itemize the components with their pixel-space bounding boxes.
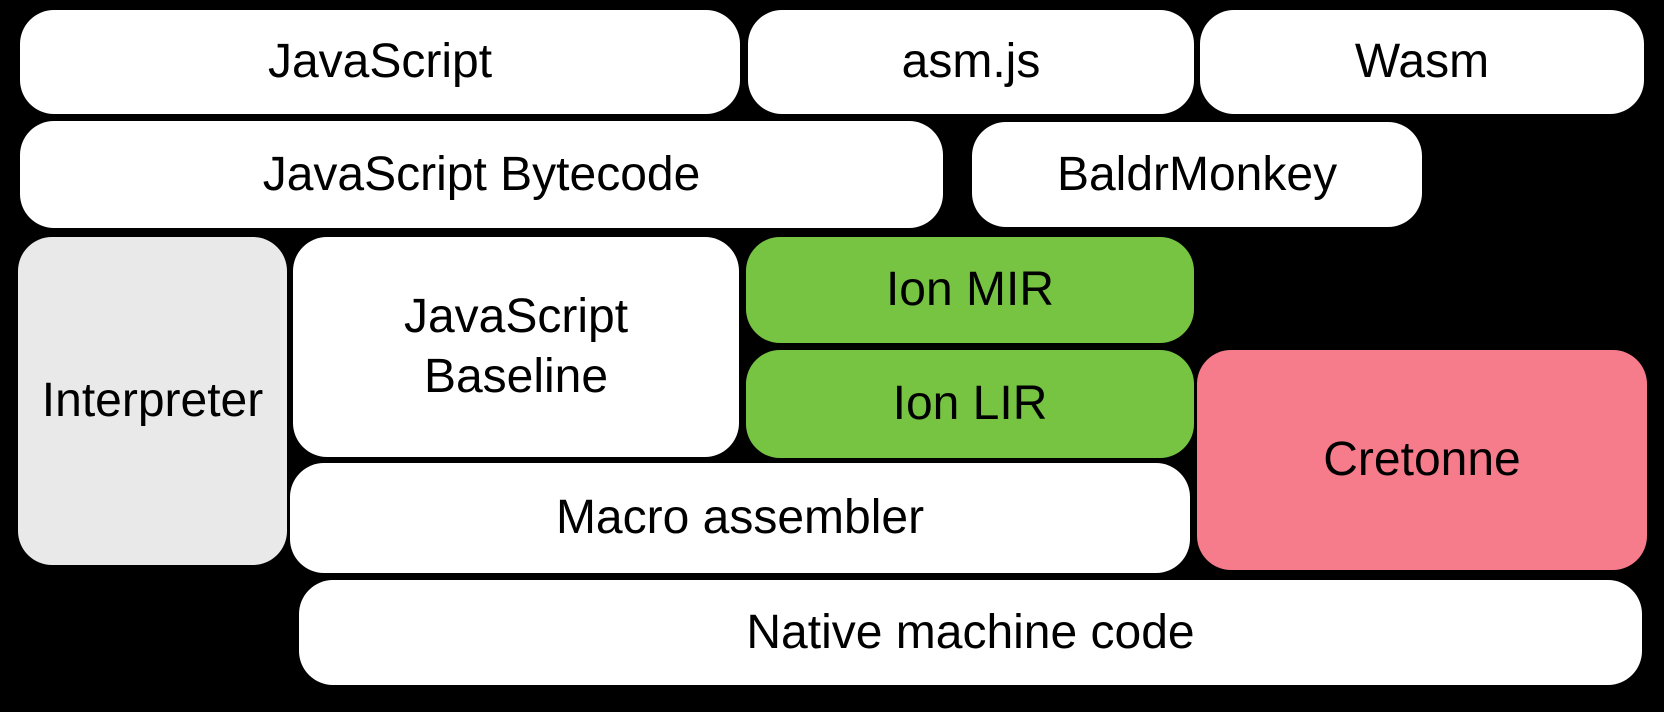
node-baldrmonkey: BaldrMonkey bbox=[972, 122, 1422, 227]
node-ion-mir: Ion MIR bbox=[746, 237, 1194, 343]
node-wasm: Wasm bbox=[1200, 10, 1644, 114]
node-asmjs: asm.js bbox=[748, 10, 1194, 114]
node-ion-lir: Ion LIR bbox=[746, 350, 1194, 458]
node-javascript-bytecode: JavaScript Bytecode bbox=[20, 121, 943, 228]
node-javascript: JavaScript bbox=[20, 10, 740, 114]
node-macro-assembler: Macro assembler bbox=[290, 463, 1190, 573]
node-javascript-baseline: JavaScript Baseline bbox=[293, 237, 739, 457]
node-cretonne: Cretonne bbox=[1197, 350, 1647, 570]
node-interpreter: Interpreter bbox=[18, 237, 287, 565]
node-native-machine-code: Native machine code bbox=[299, 580, 1642, 685]
